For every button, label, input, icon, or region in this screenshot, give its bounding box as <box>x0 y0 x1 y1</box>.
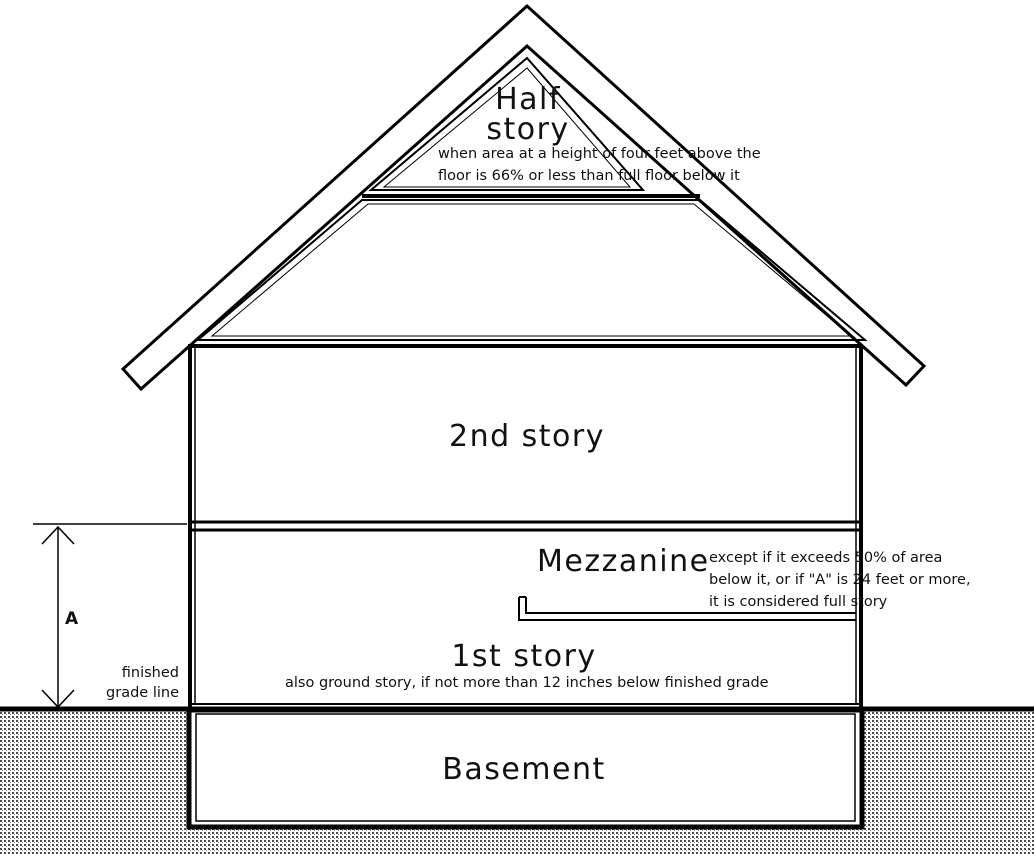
first-story-note: also ground story, if not more than 12 i… <box>285 675 769 691</box>
soil-right <box>864 710 1034 854</box>
basement-wall <box>186 707 865 830</box>
grade-line-label-2: grade line <box>106 685 179 701</box>
mezzanine-floor <box>518 597 856 621</box>
dimension-arrow-top <box>41 525 75 545</box>
grade-line-label-1: finished <box>122 665 179 681</box>
dimension-arrow-bottom <box>41 689 75 709</box>
mezzanine-floor-inner <box>525 597 856 614</box>
basement-inner <box>195 713 856 822</box>
dimension-a <box>33 523 187 709</box>
mezzanine-label: Mezzanine <box>537 544 710 579</box>
mezzanine-note-2: below it, or if "A" is 24 feet or more, <box>709 572 971 588</box>
basement-label: Basement <box>442 752 606 787</box>
walls <box>188 344 863 710</box>
mezzanine-note-1: except if it exceeds 50% of area <box>709 550 942 566</box>
half-story-title-2: story <box>486 112 569 147</box>
attic-lower-space <box>195 199 868 341</box>
soil-left <box>0 710 188 854</box>
basement <box>186 707 865 830</box>
roof-outline <box>120 3 927 392</box>
half-story-title-1: Half <box>495 82 561 117</box>
first-story-label: 1st story <box>451 639 596 674</box>
second-story-label: 2nd story <box>449 419 605 454</box>
attic-half-story-outline <box>368 56 646 191</box>
soil-below <box>188 829 864 854</box>
dimension-a-label: A <box>65 609 79 629</box>
half-story-note-2: floor is 66% or less than full floor bel… <box>438 168 740 184</box>
roof <box>120 3 927 392</box>
attic-lower-inner <box>210 203 853 337</box>
attic-half-story-inner <box>382 67 632 188</box>
half-story-note-1: when area at a height of four feet above… <box>438 146 761 162</box>
mezzanine-note-3: it is considered full story <box>709 594 888 610</box>
